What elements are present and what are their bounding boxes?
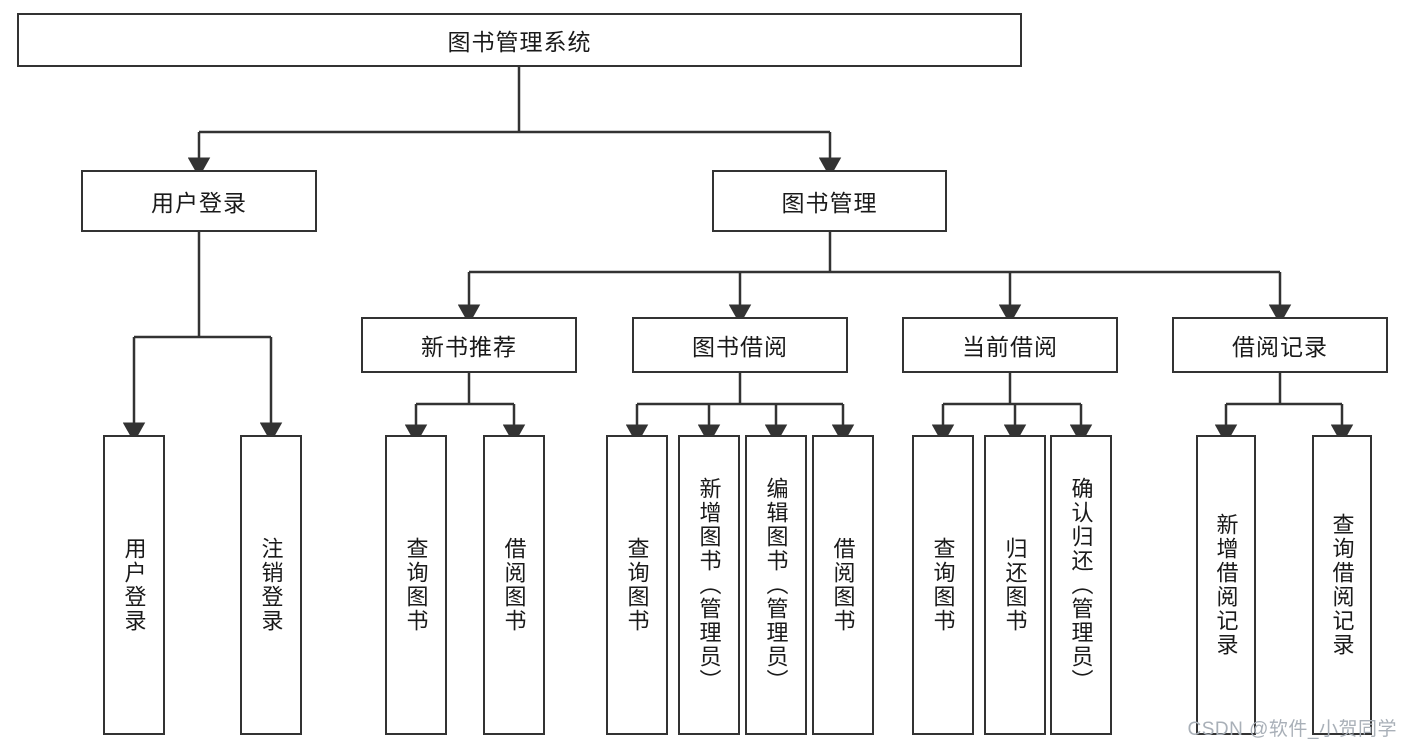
leaf-query-book-current-label: 查询图书 [930,537,956,633]
node-current-borrow-label: 当前借阅 [962,334,1058,360]
leaf-edit-book-admin-label: 编辑图书（管理员） [763,477,789,693]
node-book-borrow-label: 图书借阅 [692,334,788,360]
leaf-edit-book-admin[interactable]: 编辑图书（管理员） [745,435,807,735]
leaf-query-book-current[interactable]: 查询图书 [912,435,974,735]
node-new-book-recommend-label: 新书推荐 [421,334,517,360]
csdn-watermark: CSDN @软件_小贺同学 [1187,719,1397,740]
leaf-query-book-rec-label: 查询图书 [403,537,429,633]
leaf-user-login[interactable]: 用户登录 [103,435,165,735]
node-user-login[interactable]: 用户登录 [81,170,317,232]
leaf-user-login-label: 用户登录 [121,537,147,633]
node-book-management[interactable]: 图书管理 [712,170,947,232]
node-root[interactable]: 图书管理系统 [17,13,1022,67]
leaf-query-borrow-record[interactable]: 查询借阅记录 [1312,435,1372,735]
leaf-query-borrow-record-label: 查询借阅记录 [1329,513,1355,657]
leaf-borrow-book-rec[interactable]: 借阅图书 [483,435,545,735]
leaf-return-book-label: 归还图书 [1002,537,1028,633]
node-root-label: 图书管理系统 [447,29,592,55]
leaf-borrow-book-label: 借阅图书 [830,537,856,633]
node-borrow-record-label: 借阅记录 [1232,334,1328,360]
leaf-return-book[interactable]: 归还图书 [984,435,1046,735]
leaf-add-borrow-record[interactable]: 新增借阅记录 [1196,435,1256,735]
leaf-confirm-return-admin[interactable]: 确认归还（管理员） [1050,435,1112,735]
leaf-logout-label: 注销登录 [258,537,284,633]
node-book-management-label: 图书管理 [781,190,878,216]
leaf-add-book-admin[interactable]: 新增图书（管理员） [678,435,740,735]
leaf-add-borrow-record-label: 新增借阅记录 [1213,513,1239,657]
node-current-borrow[interactable]: 当前借阅 [902,317,1118,373]
node-new-book-recommend[interactable]: 新书推荐 [361,317,577,373]
node-book-borrow[interactable]: 图书借阅 [632,317,848,373]
leaf-query-book-borrow-label: 查询图书 [624,537,650,633]
leaf-query-book-rec[interactable]: 查询图书 [385,435,447,735]
leaf-logout[interactable]: 注销登录 [240,435,302,735]
node-borrow-record[interactable]: 借阅记录 [1172,317,1388,373]
leaf-confirm-return-admin-label: 确认归还（管理员） [1068,477,1094,693]
leaf-add-book-admin-label: 新增图书（管理员） [696,477,722,693]
leaf-query-book-borrow[interactable]: 查询图书 [606,435,668,735]
leaf-borrow-book[interactable]: 借阅图书 [812,435,874,735]
node-user-login-label: 用户登录 [151,190,247,216]
leaf-borrow-book-rec-label: 借阅图书 [501,537,527,633]
